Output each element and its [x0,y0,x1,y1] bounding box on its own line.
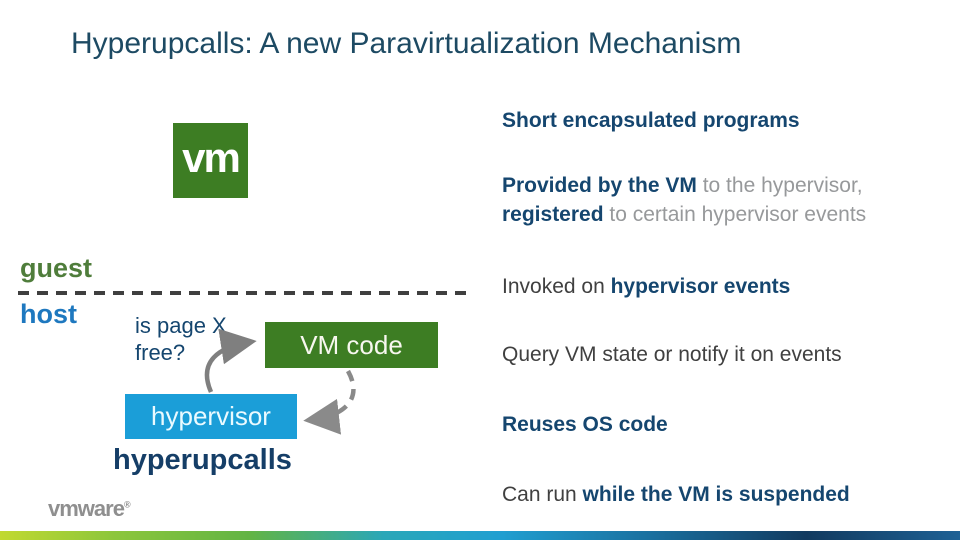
key-point-segment: Short encapsulated programs [502,109,800,132]
vmware-logo-text: vmware [48,496,125,521]
key-point: Reuses OS code [502,410,960,439]
hypervisor-box: hypervisor [125,394,297,439]
hyperupcalls-caption: hyperupcalls [113,444,292,476]
guest-label: guest [20,253,93,283]
question-text: is page X free? [135,312,227,366]
footer-gradient-bar [0,531,960,540]
key-point-segment: hypervisor events [610,275,791,298]
key-point-segment: Reuses OS code [502,413,668,436]
key-point-segment: Invoked on [502,275,611,298]
vm-code-box: VM code [265,322,438,368]
key-point: Short encapsulated programs [502,106,960,135]
key-point-segment: to the hypervisor, [696,174,863,197]
question-line-1: is page X [135,313,227,338]
question-line-2: free? [135,340,186,365]
key-point-segment: while the VM is suspended [582,483,850,506]
host-label: host [20,299,77,329]
key-point-segment: Provided by the VM [502,174,697,197]
return-arrow [303,369,356,435]
key-point: Provided by the VM to the hypervisor, re… [502,171,960,229]
registered-mark: ® [123,499,131,510]
hypervisor-label: hypervisor [151,401,271,431]
key-point: Query VM state or notify it on events [502,340,960,369]
key-point-segment: registered [502,203,604,226]
vm-logo-text: vm [182,134,241,181]
key-point-segment: to certain hypervisor events [603,203,867,226]
vm-logo-box: vm [173,123,248,198]
guest-host-boundary-line [18,291,470,295]
key-point: Invoked on hypervisor events [502,272,960,301]
vm-code-label: VM code [300,329,403,360]
key-point: Can run while the VM is suspended [502,480,960,509]
key-point-segment: Query VM state or notify it on events [502,343,842,366]
key-point-segment: Can run [502,483,583,506]
vmware-logo: vmware® [48,496,131,522]
slide-title: Hyperupcalls: A new Paravirtualization M… [71,27,742,60]
